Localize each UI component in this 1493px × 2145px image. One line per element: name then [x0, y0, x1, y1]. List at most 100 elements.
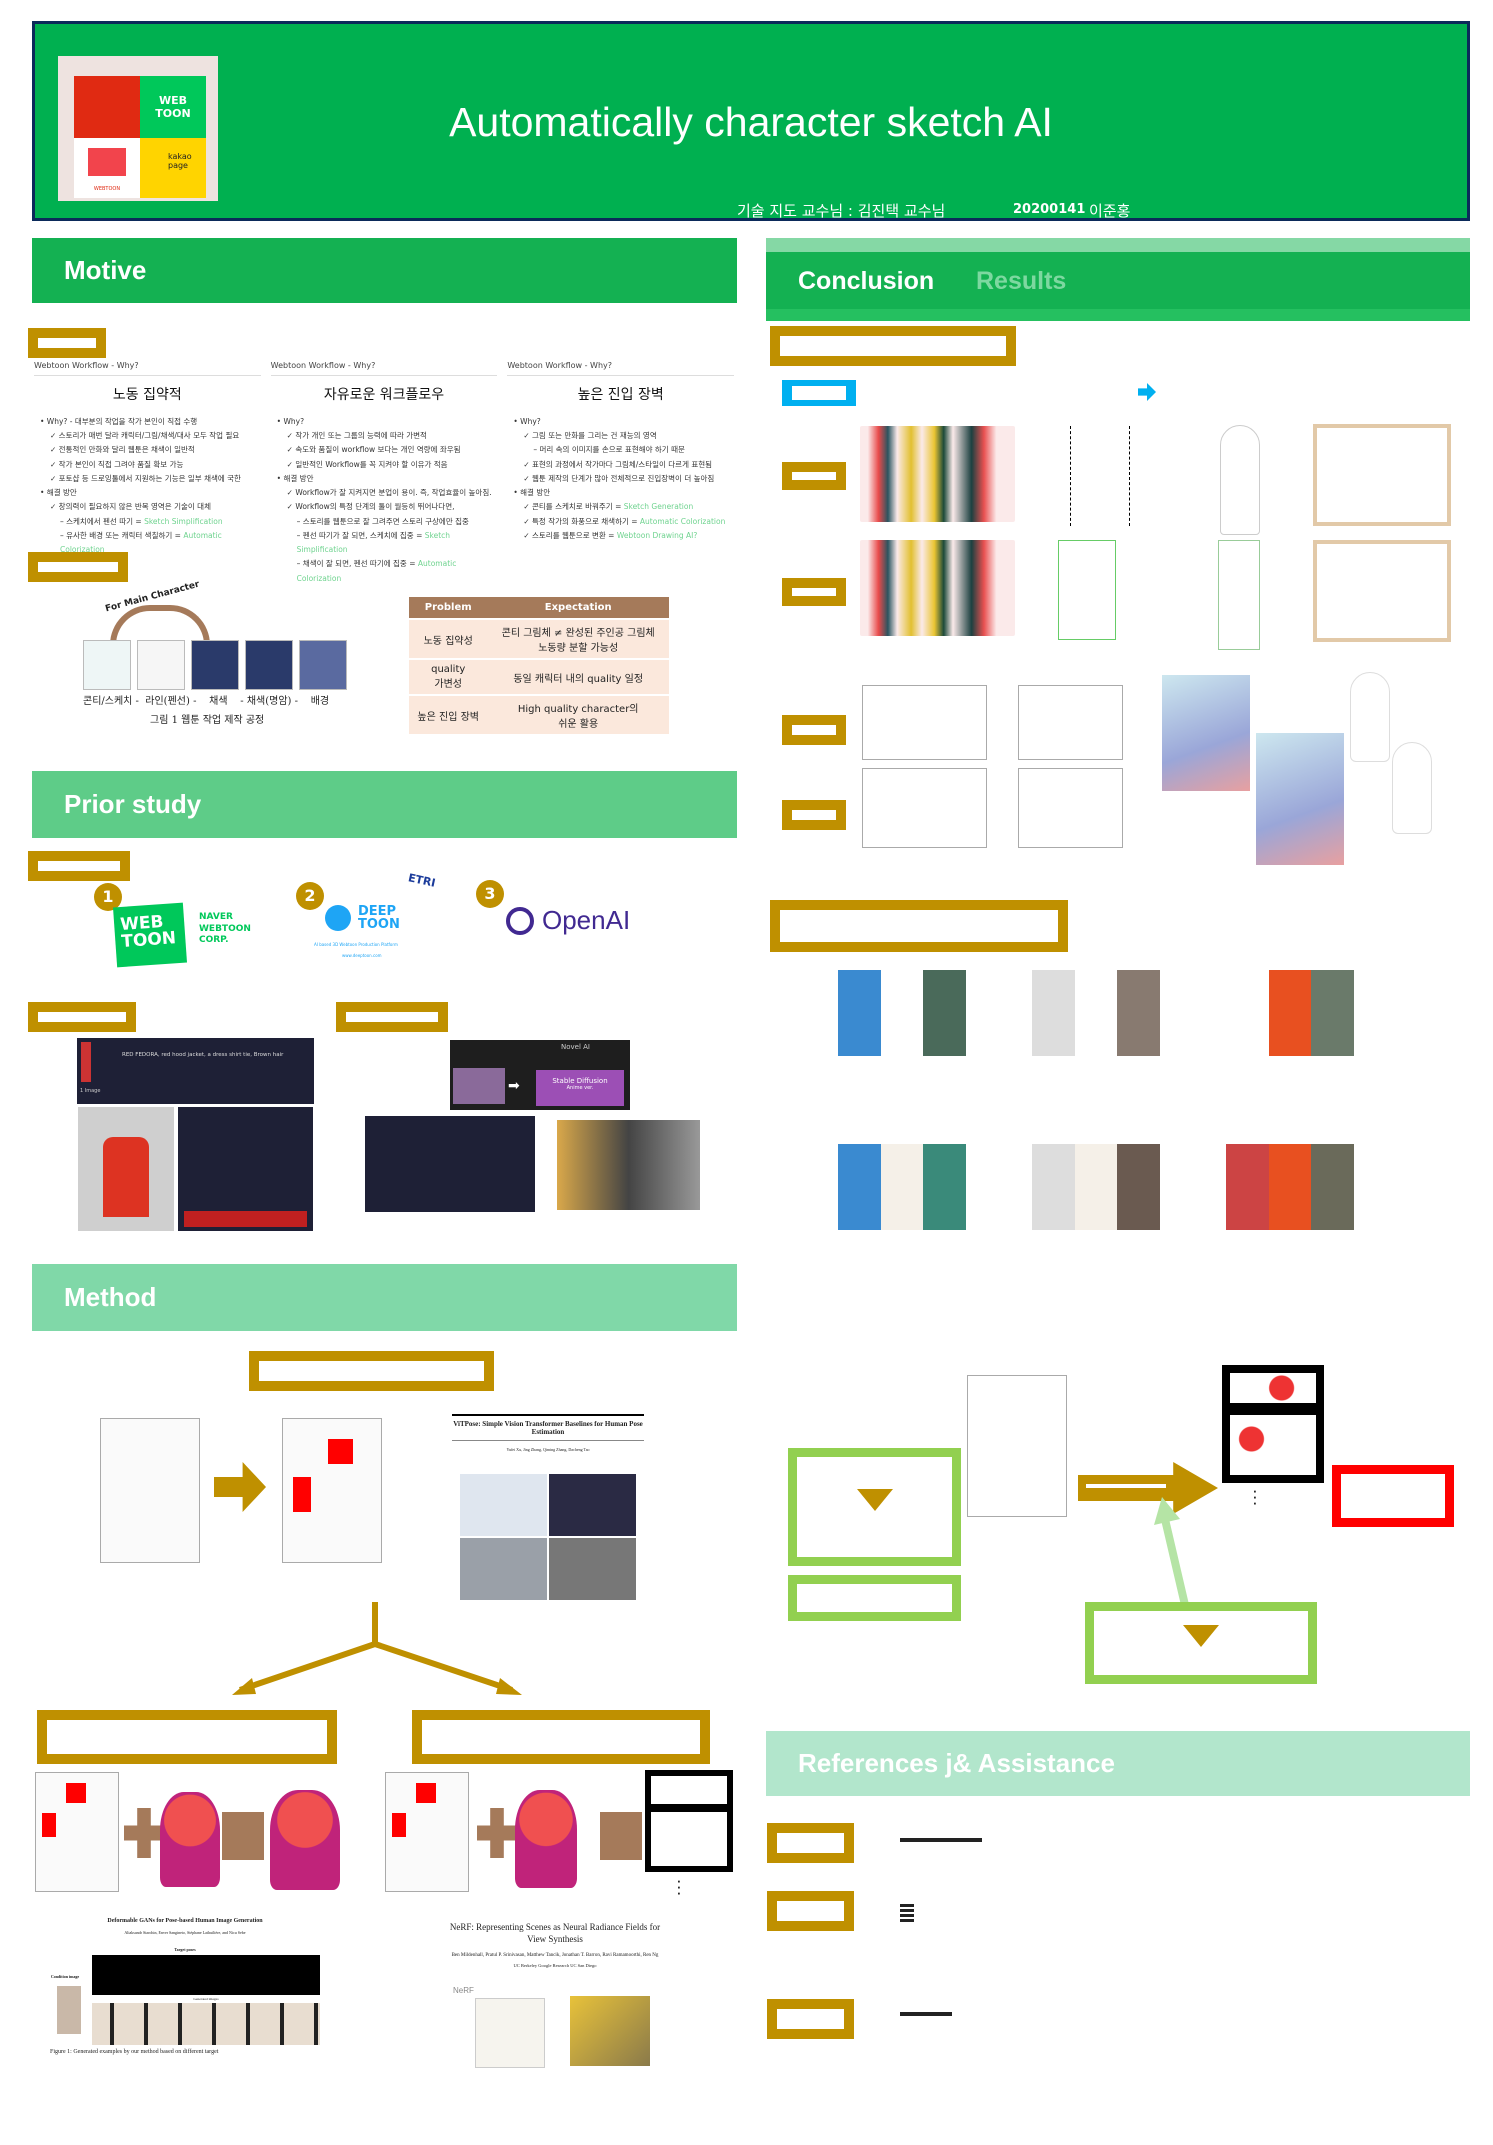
accent-text: Sketch Simplification [296, 530, 451, 555]
webtoon-red-logo: WEBTOON [74, 138, 140, 198]
results-label-box [770, 326, 1016, 366]
arrow-head-icon [232, 1678, 256, 1695]
bullet-item: – 유사한 배경 또는 캐릭터 색칠하기 = Automatic Coloriz… [60, 530, 222, 555]
condition-image [57, 1986, 81, 2034]
novelai-title: Novel AI [561, 1043, 590, 1051]
model-name: Stable Diffusion [552, 1077, 608, 1085]
generated-frames-image [645, 1770, 733, 1872]
column-header: Webtoon Workflow - Why? [507, 358, 735, 377]
curved-arrow-icon [110, 605, 210, 645]
pose-transfer-panel [1311, 1144, 1355, 1230]
process-frame-image [191, 640, 239, 690]
plus-icon [124, 1808, 164, 1858]
prompt-screenshot: RED FEDORA, red hood jacket, a dress shi… [77, 1038, 314, 1104]
results-overlap-title: Results [976, 267, 1067, 295]
equals-box [600, 1812, 642, 1860]
accent-text: Sketch Simplification [144, 516, 223, 526]
pose-transfer-panel [1226, 1144, 1269, 1230]
accent-text: Automatic Colorization [639, 516, 726, 526]
pipeline-note-box [788, 1575, 961, 1621]
pose-transfer-image [1226, 970, 1355, 1056]
paper-authors: Aliaksandr Siarohin, Enver Sangineto, St… [124, 1930, 246, 1935]
row-label-box [782, 462, 846, 490]
nerf-figure: NeRF [445, 1986, 665, 2096]
reference-label-box [767, 1823, 854, 1863]
deeptoon-icon [325, 905, 351, 931]
bullet-item: • Why? [276, 416, 305, 426]
bullet-item: – 스토리를 웹툰으로 잘 그려주면 스토리 구상에만 집중 [296, 516, 469, 526]
vitpose-paper: ViTPose: Simple Vision Transformer Basel… [452, 1414, 644, 1600]
conclusion-header: Conclusion Results [766, 238, 1470, 321]
prior-label-box [28, 851, 130, 881]
webtoon-logo: WEB TOON [140, 76, 206, 138]
table-cell: 동일 캐릭터 내의 quality 일정 [487, 658, 669, 695]
figure-caption: Figure 1: Generated examples by our meth… [50, 2049, 219, 2055]
pose-transfer-panel [1268, 970, 1312, 1056]
ellipsis-icon: ··· [677, 1877, 681, 1900]
dog-logo [74, 76, 140, 138]
generation-label-box [770, 900, 1068, 952]
boys-sketch [1313, 424, 1451, 526]
pose-transfer-panel [838, 970, 881, 1056]
bullet-item: • 해결 방안 [513, 488, 551, 498]
references-header: References j& Assistance [766, 1731, 1470, 1796]
storyboard-image [100, 1418, 200, 1563]
bullet-item: – 채색이 잘 되면, 펜선 따기에 집중 = Automatic Colori… [296, 559, 457, 583]
comic-cover-image [1162, 675, 1250, 791]
prompt-text: RED FEDORA, red hood jacket, a dress shi… [122, 1052, 284, 1058]
reference-label-box [767, 1891, 854, 1931]
method-label-box [249, 1351, 494, 1391]
bullet-item: ✓ 웹툰 제작의 단계가 많아 전체적으로 진입장벽이 더 높아짐 [523, 473, 715, 483]
characters-pose-image [860, 540, 1015, 636]
mascot-image [515, 1790, 577, 1888]
arrow-right-icon [214, 1462, 266, 1512]
bullet-item: • Why? [513, 416, 541, 426]
pipeline-step-box [1085, 1602, 1317, 1684]
table-cell: 높은 진입 장벽 [409, 694, 488, 734]
input-label-box [782, 380, 856, 406]
naver-webtoon-name: NAVER WEBTOON CORP. [199, 912, 251, 946]
paper-affiliations: UC Berkeley Google Research UC San Diego [513, 1963, 597, 1969]
bullet-item: ✓ 콘티를 스케치로 바꿔주기 = Sketch Generation [523, 502, 694, 512]
fedora-character-image [78, 1107, 174, 1231]
reference-label-box [767, 1999, 854, 2039]
storyboard-segmented-image [385, 1772, 469, 1892]
arrow-head-icon [496, 1678, 522, 1695]
paper-title: Deformable GANs for Pose-based Human Ima… [107, 1918, 263, 1924]
deeptoon-url: www.deeptoon.com [342, 953, 382, 958]
pose-transfer-panel [1117, 970, 1161, 1056]
pose-transfer-panel [1032, 1144, 1075, 1230]
man-pose-sketch [1218, 540, 1260, 650]
bullet-item: ✓ 스토리를 웹툰으로 변환 = Webtoon Drawing AI? [523, 530, 698, 540]
arrow-right-icon [1138, 383, 1156, 401]
bullet-item: ✓ 일반적인 Workflow를 꼭 지켜야 할 이유가 적음 [286, 459, 448, 469]
pose-transfer-panel [1311, 970, 1355, 1056]
bullet-item: ✓ 특정 작가의 화풍으로 채색하기 = Automatic Colorizat… [523, 516, 726, 526]
column-header: Webtoon Workflow - Why? [270, 358, 498, 377]
condition-label: Condition image [50, 1974, 80, 1979]
pose-transfer-image [1032, 970, 1161, 1056]
muscle-characters-image [557, 1120, 700, 1210]
reference-text [900, 1904, 914, 1922]
pose-transfer-panel [1117, 1144, 1161, 1230]
bullet-item: ✓ 표현의 과정에서 작가마다 그림체/스타일이 다르게 표현됨 [523, 459, 713, 469]
student-id: 20200141 [1013, 202, 1086, 217]
reference-text [900, 2012, 952, 2016]
bullet-item: ✓ 속도와 품질이 workflow 보다는 개인 역량에 좌우됨 [286, 445, 461, 455]
shot2-label-box [336, 1002, 448, 1032]
student-name: 이준홍 [1089, 202, 1131, 220]
kakao-page-logo: kakao page [140, 138, 206, 198]
pose-images [460, 1474, 636, 1600]
bullet-item: • 해결 방안 [40, 488, 77, 498]
arrow-right-icon: ➡ [508, 1078, 520, 1094]
process-frame-image [83, 640, 131, 690]
bullet-item: ✓ 전통적인 만화와 달리 웹툰은 채색이 일반적 [50, 445, 195, 455]
bullet-item: ✓ Workflow의 특정 단계의 툴이 월등히 뛰어나다면, [286, 502, 455, 512]
nerf-paper: NeRF: Representing Scenes as Neural Radi… [445, 1922, 665, 2096]
motive-column: Webtoon Workflow - Why?높은 진입 장벽• Why?✓ 그… [507, 358, 735, 548]
equals-box [222, 1812, 264, 1860]
